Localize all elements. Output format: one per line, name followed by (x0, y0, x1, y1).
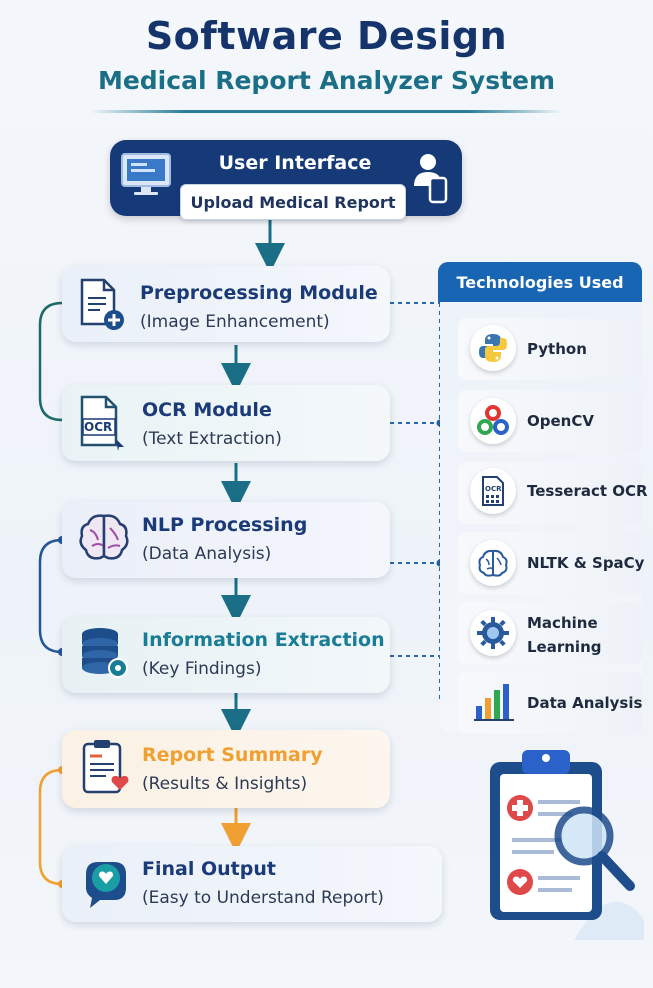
monitor-icon (120, 152, 172, 200)
module-subtitle: (Results & Insights) (142, 774, 308, 794)
module-subtitle: (Data Analysis) (142, 544, 272, 564)
loop-preprocessing-ocr (38, 301, 63, 422)
title-underline (90, 110, 563, 113)
module-title: Preprocessing Module (140, 282, 378, 304)
tech-label: Python (527, 340, 587, 358)
module-subtitle: (Key Findings) (142, 659, 262, 679)
brain-icon (76, 510, 132, 570)
tech-label: Data Analysis (527, 694, 643, 712)
tech-label-line1: Machine (527, 614, 598, 632)
loop-nlp-extraction (38, 538, 63, 654)
page-title: Software Design (145, 14, 508, 58)
tech-label: Tesseract OCR (527, 482, 648, 500)
tesseract-icon: OCR (470, 468, 516, 514)
module-title: NLP Processing (142, 514, 308, 536)
ocr-document-icon: OCR (76, 395, 128, 455)
database-gear-icon (76, 624, 132, 684)
svg-text:OCR: OCR (84, 420, 112, 434)
heart-chat-icon (80, 854, 132, 916)
opencv-icon (470, 398, 516, 444)
bar-chart-icon (472, 680, 516, 726)
upload-medical-report-button[interactable]: Upload Medical Report (180, 184, 406, 220)
module-subtitle: (Text Extraction) (142, 429, 282, 449)
module-title: OCR Module (142, 399, 272, 421)
clipboard-heart-icon (80, 738, 132, 802)
clipboard-magnifier-illustration (484, 740, 644, 944)
module-title: Information Extraction (142, 629, 385, 651)
technologies-header: Technologies Used (438, 262, 642, 302)
page-subtitle: Medical Report Analyzer System (97, 66, 556, 95)
svg-text:OCR: OCR (485, 485, 502, 493)
gear-icon (470, 610, 516, 656)
tech-label: OpenCV (527, 412, 594, 430)
module-subtitle: (Image Enhancement) (140, 312, 330, 332)
user-interface-title: User Interface (218, 152, 372, 174)
loop-summary-output (38, 768, 63, 886)
module-title: Final Output (142, 858, 276, 880)
user-phone-icon (410, 152, 450, 208)
module-title: Report Summary (142, 744, 323, 766)
brain-icon (470, 540, 516, 586)
document-plus-icon (76, 278, 126, 336)
tech-label: NLTK & SpaCy (527, 554, 645, 572)
python-icon (470, 325, 516, 371)
module-subtitle: (Easy to Understand Report) (142, 888, 384, 908)
tech-label-line2: Learning (527, 638, 602, 656)
